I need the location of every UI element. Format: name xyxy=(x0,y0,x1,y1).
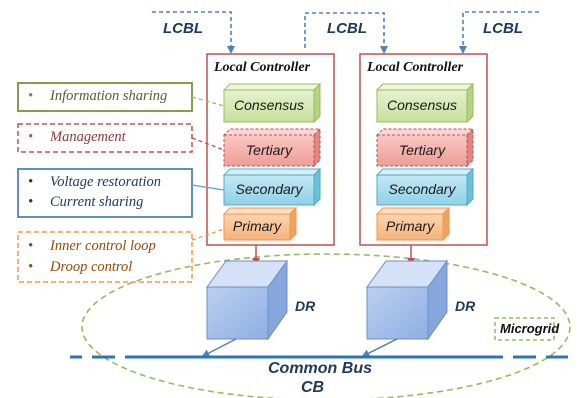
note-leaders xyxy=(191,96,225,241)
note-primary-text-1: Inner control loop xyxy=(50,238,156,254)
dr-label-2: DR xyxy=(455,298,476,314)
tertiary-label-1: Tertiary xyxy=(245,142,293,158)
consensus-label-1: Consensus xyxy=(233,97,305,113)
dr-cube-1 xyxy=(206,259,288,341)
local-controller-title-1: Local Controller xyxy=(214,60,311,75)
note-primary-bullet-2: • xyxy=(28,259,34,275)
note-information-text: Information sharing xyxy=(50,88,168,104)
note-secondary-bullet-2: • xyxy=(28,194,34,210)
secondary-label-2: Secondary xyxy=(388,181,456,197)
note-information-bullet: • xyxy=(28,88,34,104)
dr-label-1: DR xyxy=(295,298,316,314)
note-secondary-text-2: Current sharing xyxy=(50,194,144,210)
note-primary-text-2: Droop control xyxy=(50,259,133,275)
lcbl-label-2: LCBL xyxy=(327,20,367,37)
local-controller-title-2: Local Controller xyxy=(367,60,464,75)
microgrid-label-box xyxy=(494,317,555,341)
note-primary-bullet-1: • xyxy=(28,238,34,254)
controller-2-blocks xyxy=(375,82,475,242)
lcbl-label-3: LCBL xyxy=(483,20,523,37)
tertiary-label-2: Tertiary xyxy=(398,142,446,158)
dr-1-bus-link xyxy=(201,338,237,357)
microgrid-label: Microgrid xyxy=(500,321,560,336)
secondary-label-1: Secondary xyxy=(235,181,303,197)
local-controller-box-1 xyxy=(206,53,335,246)
microgrid-boundary xyxy=(81,253,571,398)
note-secondary-bullet-1: • xyxy=(28,174,34,190)
common-bus-label: Common Bus xyxy=(268,360,372,377)
consensus-label-2: Consensus xyxy=(386,97,458,113)
dr-cube-2 xyxy=(366,259,448,341)
note-secondary-text-1: Voltage restoration xyxy=(50,174,162,190)
note-management-bullet: • xyxy=(28,129,34,145)
controller-1-blocks xyxy=(222,82,322,242)
primary-label-1: Primary xyxy=(232,218,282,234)
local-controller-box-2 xyxy=(359,53,488,246)
lcbl-links xyxy=(152,11,539,54)
cb-label: CB xyxy=(301,379,325,396)
note-management-text: Management xyxy=(50,129,126,145)
lcbl-label-1: LCBL xyxy=(163,20,203,37)
dr-2-bus-link xyxy=(361,338,398,357)
primary-label-2: Primary xyxy=(385,218,435,234)
note-box-secondary xyxy=(17,168,193,218)
